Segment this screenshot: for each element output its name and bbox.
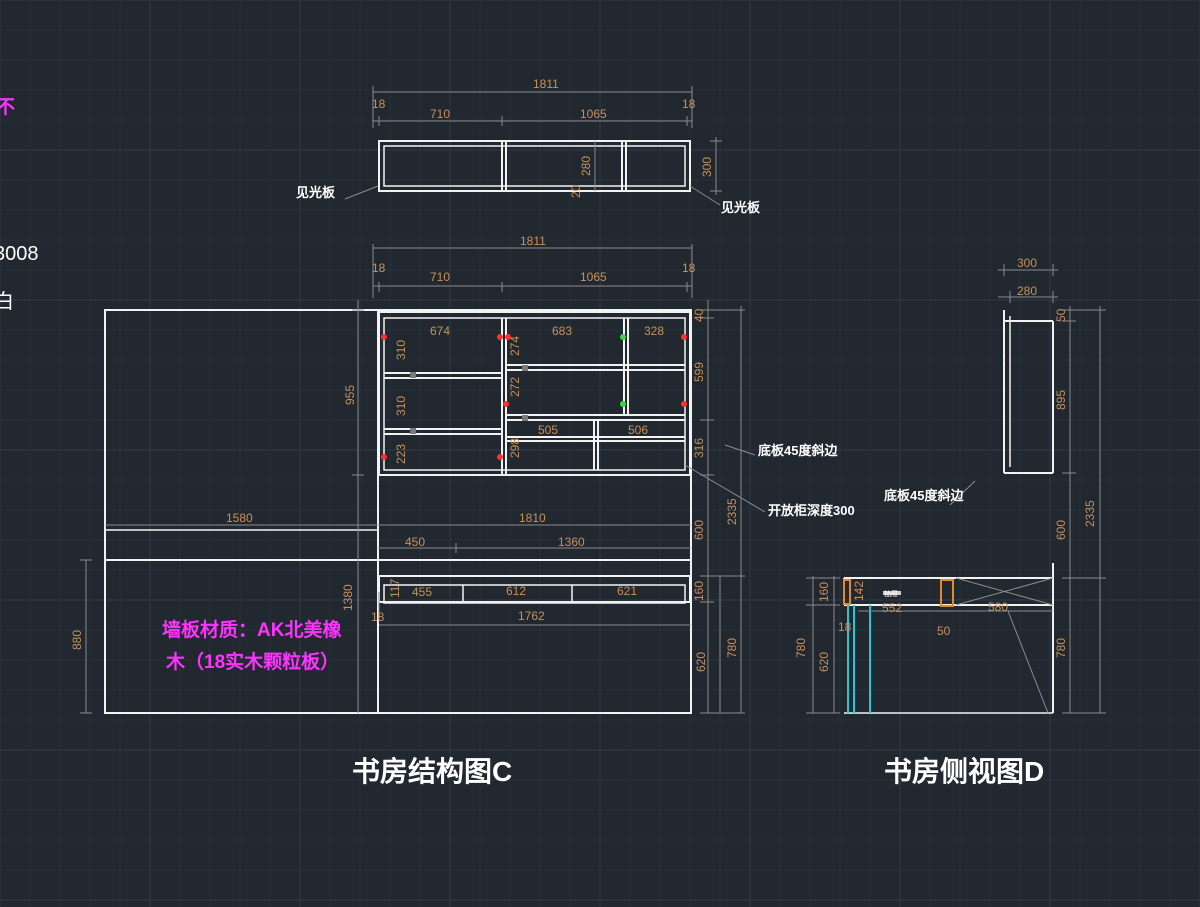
dim-side-620: 620 — [817, 652, 831, 672]
dim-side-552: 552 — [882, 601, 902, 615]
dim-c-left-edge: 18 — [372, 261, 386, 275]
dim-row-506: 506 — [628, 423, 648, 437]
dim-shelf-310b: 310 — [394, 396, 408, 416]
structure-c-dim-text: 1811 18 18 710 1065 674 683 328 505 506 … — [70, 234, 855, 787]
dim-gap-600: 600 — [692, 520, 706, 540]
dim-side-edge-50: 50 — [937, 624, 951, 638]
dim-side-142: 142 — [852, 581, 866, 601]
label-top-right-panel: 见光板 — [721, 200, 761, 215]
dim-desk-1810: 1810 — [519, 511, 546, 525]
wall-material-line-2: 木（18实木颗粒板） — [165, 650, 339, 673]
dim-wall-1580: 1580 — [226, 511, 253, 525]
dim-upper-599: 599 — [692, 362, 706, 382]
dim-side-280: 280 — [1017, 284, 1037, 298]
structure-c-hinges — [381, 334, 687, 460]
dim-shelf-310a: 310 — [394, 340, 408, 360]
dim-desk-right-1360: 1360 — [558, 535, 585, 549]
label-open-cabinet: 开放柜深度300 — [768, 503, 855, 518]
side-view-d-dim-text: 300 280 50 895 2335 600 160 142 552 580 … — [794, 256, 1097, 787]
dim-side-50: 50 — [1054, 308, 1068, 322]
wall-outline — [104, 309, 692, 714]
drawer-inner — [383, 584, 686, 604]
dim-side-780: 780 — [794, 638, 808, 658]
top-cabinet-outline — [378, 140, 691, 192]
dim-c-right-span: 1065 — [580, 270, 607, 284]
dim-drawer-621: 621 — [617, 584, 637, 598]
dim-side-160: 160 — [817, 582, 831, 602]
drawer-band — [378, 575, 691, 603]
dim-row-674: 674 — [430, 324, 450, 338]
dim-drawer-455: 455 — [412, 585, 432, 599]
title-structure-c: 书房结构图C — [352, 755, 512, 787]
dim-wall-880: 880 — [70, 630, 84, 650]
dim-shelf-298: 298 — [508, 438, 522, 458]
dim-side-300: 300 — [1017, 256, 1037, 270]
dim-c-right-edge: 18 — [682, 261, 696, 275]
dim-leg-620: 620 — [694, 652, 708, 672]
side-view-d-details — [843, 577, 1054, 714]
margin-top-text: 不 — [0, 97, 15, 118]
upper-cabinet-outline — [378, 311, 691, 476]
label-d-drawer-mark: 抽屉 — [884, 589, 898, 598]
label-c-bevel: 底板45度斜边 — [758, 443, 838, 458]
dim-side-2335: 2335 — [1083, 500, 1097, 527]
dim-side-580: 580 — [988, 600, 1008, 614]
dim-top-bottom-gap: 20 — [569, 184, 583, 198]
margin-color-text: 白 — [0, 290, 14, 313]
title-side-view-d: 书房侧视图D — [884, 755, 1044, 787]
top-cabinet-plan[interactable] — [378, 140, 691, 192]
dim-shelf-223: 223 — [394, 444, 408, 464]
structure-c-drawing[interactable] — [104, 309, 692, 714]
top-cabinet-inner — [383, 145, 686, 187]
dim-side-895: 895 — [1054, 390, 1068, 410]
dim-top-right-edge: 18 — [682, 97, 696, 111]
dim-side-18: 18 — [838, 620, 852, 634]
dim-wall-1380: 1380 — [341, 584, 355, 611]
margin-code-text: 3008 — [0, 243, 39, 265]
structure-c-dim-lines — [80, 244, 766, 714]
dim-c-overall: 1811 — [520, 234, 546, 248]
dim-top-left-span: 710 — [430, 107, 450, 121]
dim-top-depth: 300 — [700, 157, 714, 177]
dim-row-683: 683 — [552, 324, 572, 338]
top-cabinet-dimensions — [344, 86, 722, 206]
dim-top-inner-height: 280 — [579, 156, 593, 176]
dim-desk-780: 780 — [725, 638, 739, 658]
dim-drawer-117: 117 — [388, 579, 402, 598]
dim-row-328: 328 — [644, 324, 664, 338]
dim-drawer-160: 160 — [692, 581, 706, 601]
dim-lower-316: 316 — [692, 438, 706, 458]
wall-material-line-1: 墙板材质：AK北美橡 — [162, 618, 342, 641]
label-top-left-panel: 见光板 — [296, 185, 336, 200]
dim-side-right-780: 780 — [1054, 638, 1068, 658]
side-view-d-dim-lines — [806, 264, 1106, 714]
dim-side-600: 600 — [1054, 520, 1068, 540]
dim-shelf-274: 274 — [508, 336, 522, 356]
dim-top-left-edge: 18 — [372, 97, 386, 111]
upper-cabinet-inner — [383, 317, 686, 471]
dim-row-505: 505 — [538, 423, 558, 437]
margin-fragment-text: , — [0, 321, 2, 343]
label-d-bevel: 底板45度斜边 — [884, 488, 964, 503]
dim-drawer-612: 612 — [506, 584, 526, 598]
dim-overall-2335: 2335 — [725, 498, 739, 525]
dim-desk-left-450: 450 — [405, 535, 425, 549]
left-margin-notes: 不 3008 白 , — [0, 97, 39, 343]
dim-top-right-span: 1065 — [580, 107, 607, 121]
dim-upper-total-955: 955 — [343, 385, 357, 405]
top-cabinet-dim-text: 1811 18 18 710 1065 300 280 20 见光板 见光板 — [296, 77, 761, 215]
dim-shelf-272: 272 — [508, 377, 522, 397]
dim-desk-1762: 1762 — [518, 609, 545, 623]
dim-desk-top-18: 18 — [371, 610, 385, 624]
dim-top-gap-40: 40 — [692, 308, 706, 322]
dim-c-left-span: 710 — [430, 270, 450, 284]
dim-top-overall: 1811 — [533, 77, 559, 91]
